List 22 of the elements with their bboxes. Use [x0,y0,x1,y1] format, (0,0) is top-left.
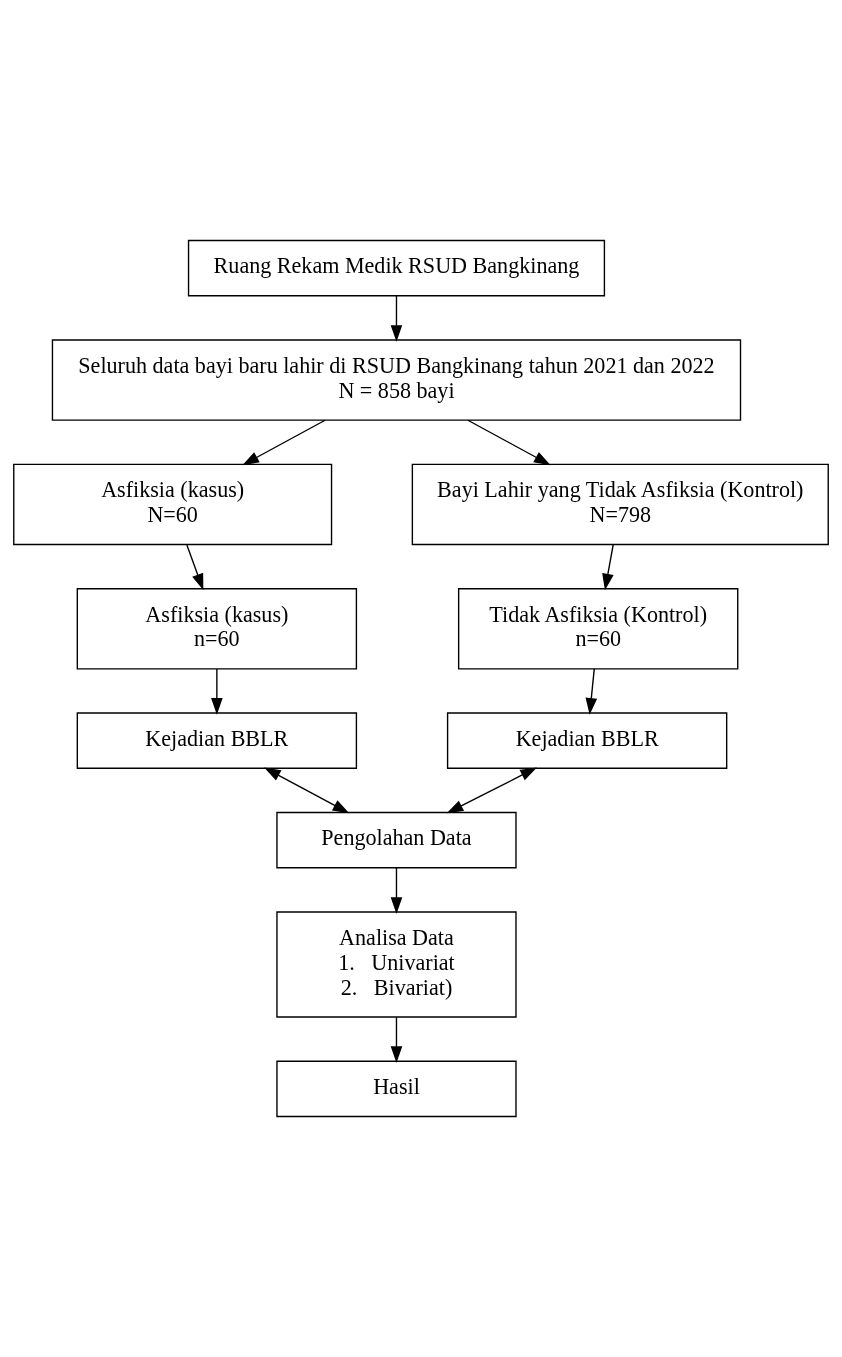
arrow [242,419,326,466]
arrow [390,295,403,342]
node-box: Asfiksia (kasus) N=60 [13,463,333,546]
node-box: Seluruh data bayi baru lahir di RSUD Bangkinang tahun 2021 dan 2022 N = 858 bayi [51,339,742,421]
arrow [467,419,551,466]
arrow [446,767,537,814]
arrow [186,544,204,591]
arrow [602,544,614,591]
arrow [390,1016,403,1063]
arrow [211,668,223,715]
node-box: Kejadian BBLR [76,712,358,769]
node-box: Hasil [276,1060,517,1118]
node-box: Pengolahan Data [276,811,517,869]
node-box: Tidak Asfiksia (Kontrol) n=60 [457,588,739,670]
node-box: Analisa Data 1. Univariat 2. Bivariat) [276,911,517,1018]
arrow [264,767,350,814]
node-box: Bayi Lahir yang Tidak Asfiksia (Kontrol) N=798 [411,463,829,546]
arrow [585,668,598,715]
node-box: Ruang Rekam Medik RSUD Bangkinang [187,239,606,297]
arrow [390,867,403,914]
node-box: Asfiksia (kasus) n=60 [76,588,358,670]
node-box: Kejadian BBLR [446,712,728,769]
